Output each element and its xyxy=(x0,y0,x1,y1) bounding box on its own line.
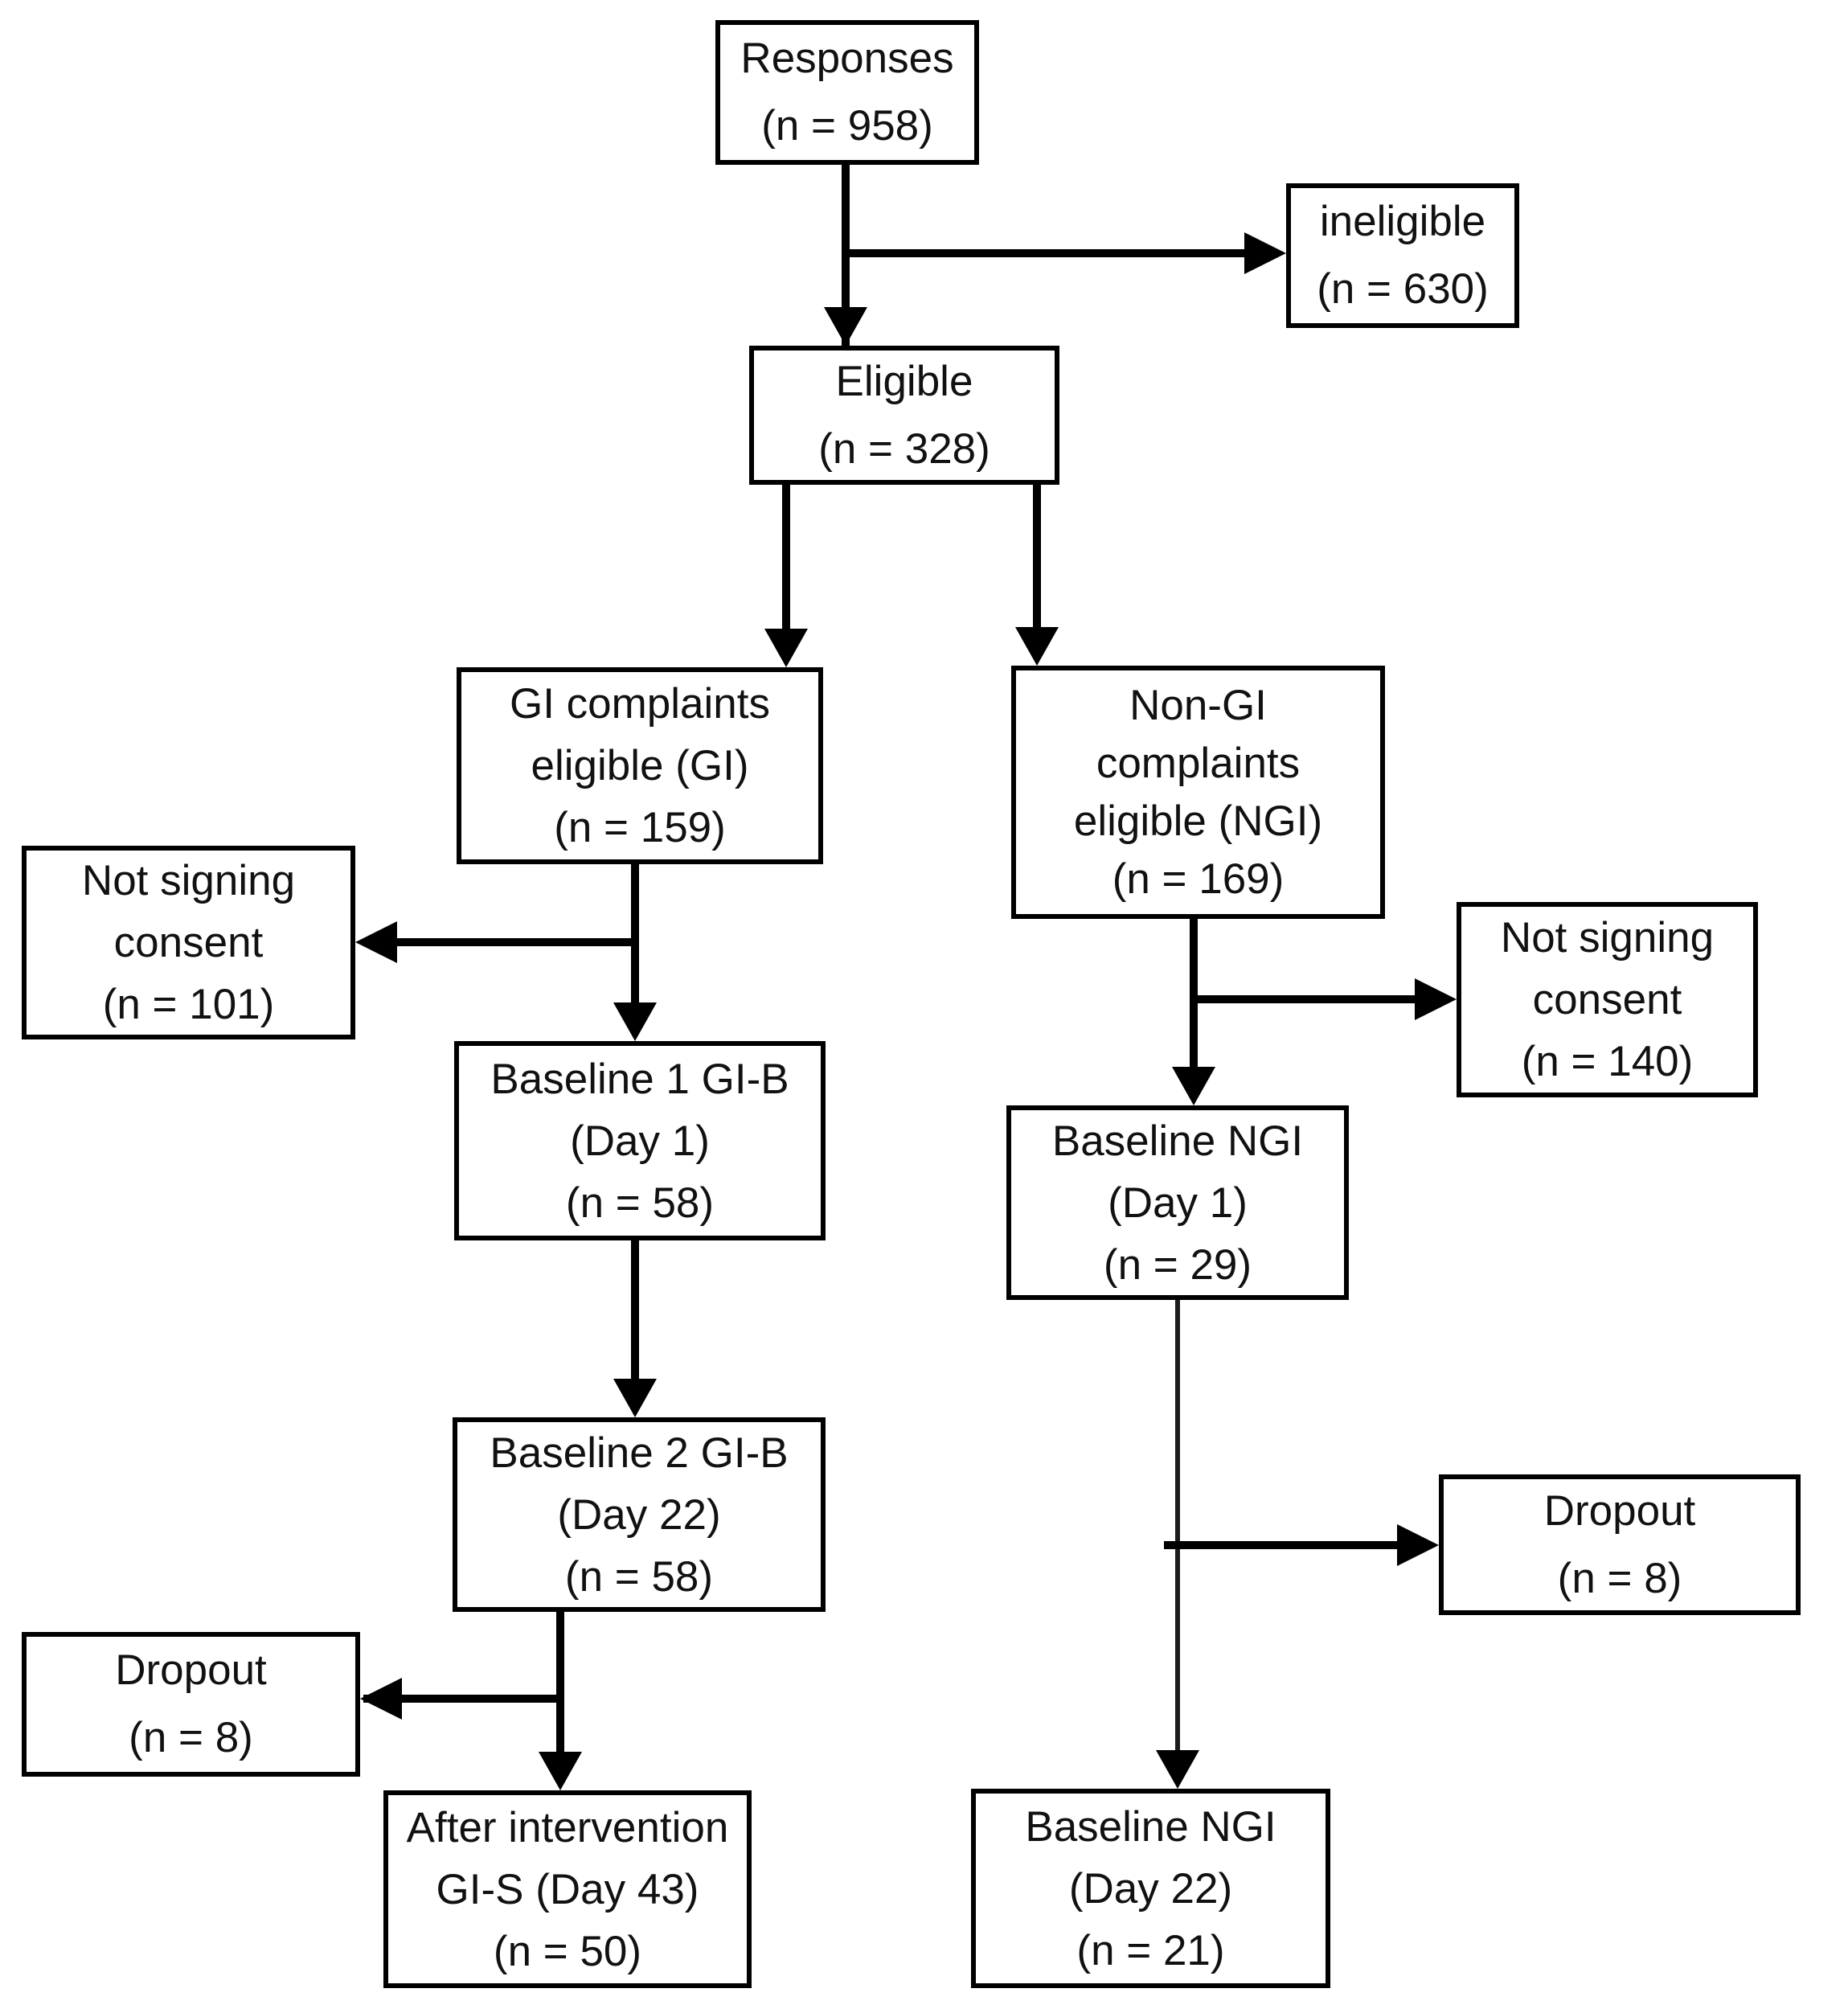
flow-box-baseline-2-gi-b: Baseline 2 GI-B (Day 22) (n = 58) xyxy=(453,1417,826,1612)
flow-box-not-signing-consent-gi: Not signing consent (n = 101) xyxy=(22,846,355,1039)
connector-to-notsign-gi xyxy=(363,938,639,946)
flow-box-eligible: Eligible (n = 328) xyxy=(749,346,1059,485)
box-text-line: Baseline NGI xyxy=(1051,1117,1304,1165)
arrowhead-right-icon xyxy=(1244,232,1286,274)
box-text-line: Dropout xyxy=(1543,1486,1696,1535)
arrowhead-right-icon xyxy=(1397,1524,1439,1566)
flow-box-after-intervention: After intervention GI-S (Day 43) (n = 50… xyxy=(383,1790,752,1988)
box-text-line: (Day 22) xyxy=(1068,1864,1233,1913)
box-text-line: Not signing xyxy=(81,857,296,904)
box-text-line: (n = 58) xyxy=(565,1179,715,1227)
arrowhead-down-icon xyxy=(1172,1067,1215,1105)
box-text-line: Baseline 1 GI-B xyxy=(490,1055,789,1103)
connector-gi-down xyxy=(631,864,639,1005)
box-text-line: (n = 8) xyxy=(1557,1554,1682,1602)
arrowhead-down-icon xyxy=(613,1379,657,1417)
flow-box-ineligible: ineligible (n = 630) xyxy=(1286,183,1519,328)
box-text-line: Dropout xyxy=(115,1646,267,1694)
box-text-line: (Day 22) xyxy=(557,1490,721,1539)
flow-box-baseline-1-gi-b: Baseline 1 GI-B (Day 1) (n = 58) xyxy=(454,1041,826,1240)
flow-box-dropout-ngi: Dropout (n = 8) xyxy=(1439,1474,1801,1615)
box-text-line: GI-S (Day 43) xyxy=(436,1865,699,1913)
box-text-line: consent xyxy=(1532,976,1682,1023)
box-text-line: (n = 50) xyxy=(493,1927,642,1975)
box-text-line: (n = 630) xyxy=(1317,265,1489,313)
box-text-line: Responses xyxy=(740,35,954,82)
connector-baseline1-down xyxy=(631,1240,639,1381)
box-text-line: (Day 1) xyxy=(570,1117,710,1165)
box-text-line: (n = 58) xyxy=(564,1552,714,1601)
flow-box-baseline-ngi-day22: Baseline NGI (Day 22) (n = 21) xyxy=(971,1789,1330,1988)
box-text-line: eligible (NGI) xyxy=(1073,797,1323,845)
box-text-line: (n = 958) xyxy=(761,102,933,150)
connector-ngi-down xyxy=(1190,919,1198,1069)
arrowhead-left-icon xyxy=(360,1678,402,1720)
arrowhead-down-icon xyxy=(613,1002,657,1041)
box-text-line: consent xyxy=(113,919,264,966)
box-text-line: (n = 169) xyxy=(1112,855,1285,903)
box-text-line: ineligible xyxy=(1319,198,1486,245)
connector-to-dropout-ngi xyxy=(1164,1541,1397,1549)
box-text-line: complaints xyxy=(1096,739,1301,787)
box-text-line: (n = 328) xyxy=(818,424,990,473)
arrowhead-down-icon xyxy=(764,629,808,667)
box-text-line: (Day 1) xyxy=(1108,1179,1248,1227)
connector-to-notsign-ngi xyxy=(1194,995,1419,1003)
arrowhead-left-icon xyxy=(355,921,397,963)
flow-box-dropout-gi: Dropout (n = 8) xyxy=(22,1632,360,1777)
connector-to-ineligible xyxy=(846,249,1244,257)
box-text-line: GI complaints xyxy=(509,680,770,728)
arrowhead-down-icon xyxy=(1156,1750,1199,1789)
connector-ngi-day1-down xyxy=(1175,1300,1180,1752)
box-text-line: (n = 101) xyxy=(102,981,275,1028)
arrowhead-down-icon xyxy=(1015,627,1059,666)
connector-baseline2-down xyxy=(556,1612,564,1754)
flow-box-not-signing-consent-ngi: Not signing consent (n = 140) xyxy=(1457,902,1758,1097)
flow-box-baseline-ngi-day1: Baseline NGI (Day 1) (n = 29) xyxy=(1006,1105,1349,1300)
arrowhead-down-icon xyxy=(539,1752,582,1790)
box-text-line: Baseline NGI xyxy=(1025,1802,1276,1851)
flow-box-responses: Responses (n = 958) xyxy=(715,20,979,165)
box-text-line: Non-GI xyxy=(1129,681,1267,729)
arrowhead-down-icon xyxy=(824,307,867,346)
box-text-line: (n = 21) xyxy=(1076,1926,1225,1974)
arrowhead-right-icon xyxy=(1415,978,1457,1020)
box-text-line: (n = 8) xyxy=(129,1714,253,1761)
box-text-line: Baseline 2 GI-B xyxy=(490,1429,789,1477)
connector-eligible-to-ngi xyxy=(1033,485,1041,629)
box-text-line: After intervention xyxy=(406,1803,729,1851)
flow-box-gi-complaints-eligible: GI complaints eligible (GI) (n = 159) xyxy=(457,667,823,864)
box-text-line: (n = 29) xyxy=(1103,1240,1252,1289)
box-text-line: Eligible xyxy=(835,357,973,405)
flow-box-non-gi-complaints-eligible: Non-GI complaints eligible (NGI) (n = 16… xyxy=(1011,666,1385,919)
box-text-line: (n = 140) xyxy=(1521,1038,1694,1085)
box-text-line: Not signing xyxy=(1500,914,1715,961)
box-text-line: (n = 159) xyxy=(554,804,726,851)
box-text-line: eligible (GI) xyxy=(531,742,749,789)
connector-to-dropout-gi xyxy=(363,1695,560,1703)
connector-eligible-to-gi xyxy=(782,485,790,631)
